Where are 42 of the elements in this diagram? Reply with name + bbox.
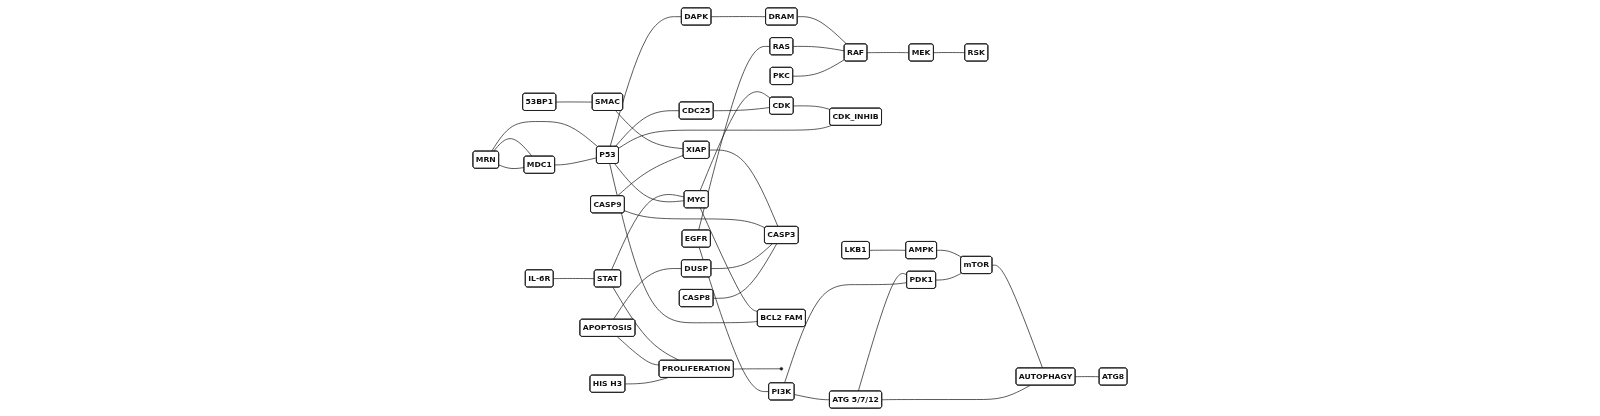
connector-line: [491, 121, 599, 152]
connector-line: [933, 52, 966, 54]
connector-line: [935, 272, 962, 281]
connector-line: [618, 125, 832, 149]
connector-line: [699, 91, 771, 192]
connector-line: [609, 16, 682, 147]
connector-line: [611, 194, 685, 271]
connector-line: [710, 16, 767, 18]
connector-line: [553, 278, 595, 279]
connector-line: [698, 247, 770, 392]
connector-line: [936, 249, 962, 258]
connector-line: [614, 163, 685, 203]
connector-line: [866, 52, 910, 54]
connector-line: [869, 249, 907, 251]
connector-line: [498, 164, 525, 169]
connector-line: [612, 286, 680, 361]
connector-line: [617, 154, 684, 197]
connector-line: [709, 149, 779, 227]
connector-line: [555, 101, 593, 103]
connector-line: [698, 46, 771, 231]
connector-line: [793, 105, 831, 110]
connector-line: [1075, 376, 1100, 378]
connector-line: [857, 273, 908, 392]
connector-line: [493, 138, 533, 157]
connector-line: [792, 46, 845, 52]
connector-line: [713, 107, 771, 112]
connector-line: [710, 243, 773, 269]
connector-line: [794, 394, 830, 401]
connector-line: [624, 210, 766, 229]
connector-line: [991, 264, 1043, 369]
connector-line: [797, 16, 847, 45]
dot-node: [779, 367, 784, 371]
connector-line: [784, 282, 908, 384]
connector-line: [616, 336, 660, 366]
connector-line: [792, 59, 845, 77]
connector-line: [733, 368, 781, 370]
connector-line: [554, 157, 597, 166]
connector-line: [881, 385, 1031, 401]
connector-line: [712, 243, 778, 299]
connector-line: [609, 163, 758, 324]
connector-line: [699, 207, 758, 312]
connector-line: [613, 268, 682, 320]
